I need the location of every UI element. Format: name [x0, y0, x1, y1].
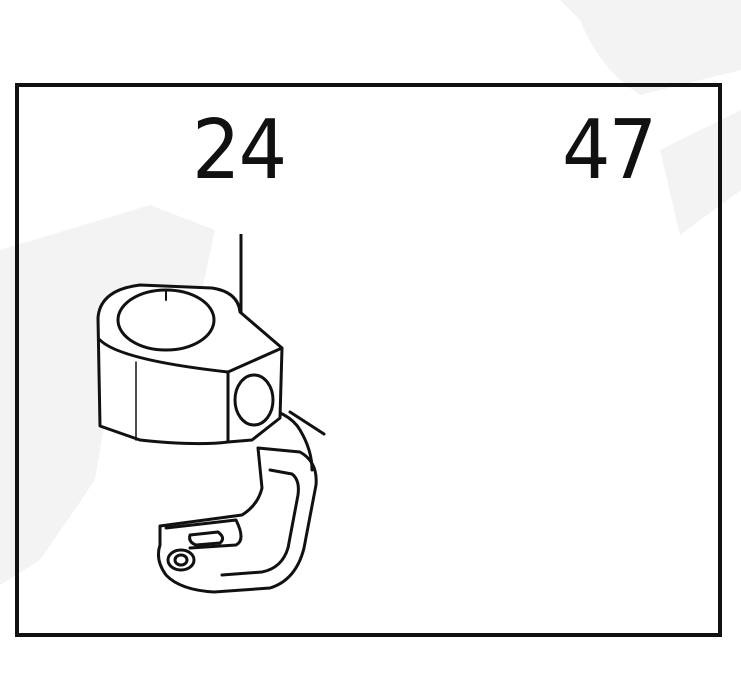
looper-eye: [188, 530, 225, 547]
looper-slot: [164, 518, 243, 550]
watermark-shape-top-right: [560, 0, 741, 95]
looper-part-icon: [96, 283, 326, 594]
block-top-edge: [98, 338, 284, 374]
watermark-shape-right: [660, 110, 741, 235]
callout-number: 24: [192, 103, 287, 198]
watermark: [0, 0, 741, 585]
thread-tail: [288, 410, 326, 436]
looper-rivet-center: [173, 553, 189, 567]
looper-arm-inner-edge: [220, 468, 300, 577]
diagram-frame: [15, 83, 722, 637]
side-bore: [233, 373, 275, 427]
page-number: 47: [562, 103, 657, 198]
